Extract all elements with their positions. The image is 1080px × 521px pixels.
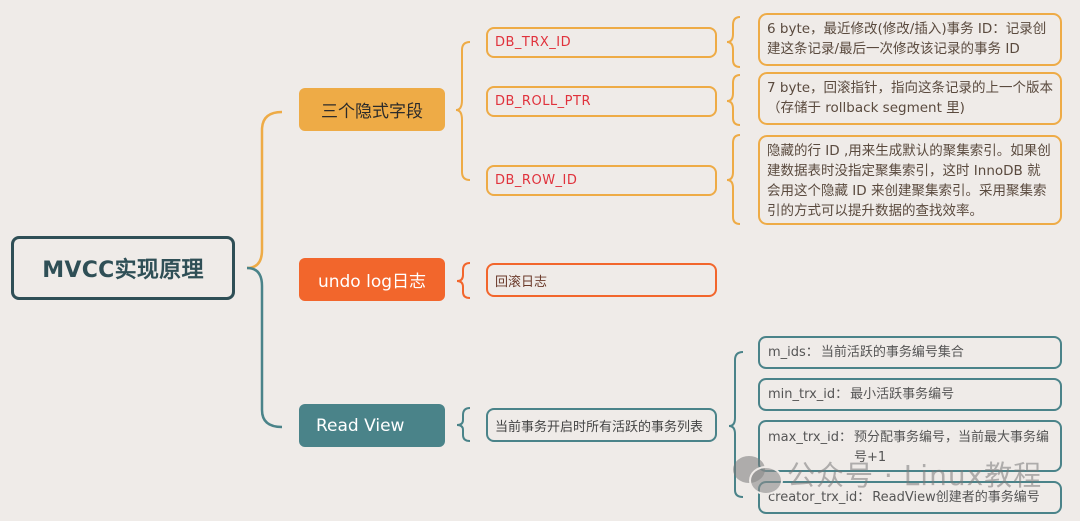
rv-item-m-ids[interactable]: m_ids： 当前活跃的事务编号集合 <box>758 336 1062 369</box>
rv-item-value: 当前活跃的事务编号集合 <box>820 344 964 360</box>
desc-text: 6 byte，最近修改(修改/插入)事务 ID：记录创建这条记录/最后一次修改该… <box>767 21 1047 57</box>
rv-item-key: creator_trx_id： <box>768 489 871 505</box>
node-read-view[interactable]: Read View <box>299 404 445 447</box>
read-view-desc[interactable]: 当前事务开启时所有活跃的事务列表 <box>486 408 717 442</box>
root-label: MVCC实现原理 <box>42 258 204 283</box>
field-name: DB_TRX_ID <box>495 35 572 50</box>
rv-item-min-trx-id[interactable]: min_trx_id： 最小活跃事务编号 <box>758 378 1062 411</box>
desc-text: 7 byte，回滚指针，指向这条记录的上一个版本（存储于 rollback se… <box>767 80 1054 116</box>
rv-item-creator-trx-id[interactable]: creator_trx_id： ReadView创建者的事务编号 <box>758 481 1062 514</box>
rv-item-value: 最小活跃事务编号 <box>850 386 955 402</box>
rv-item-value: ReadView创建者的事务编号 <box>872 489 1040 505</box>
read-view-desc-text: 当前事务开启时所有活跃的事务列表 <box>495 419 704 435</box>
desc-db-trx-id[interactable]: 6 byte，最近修改(修改/插入)事务 ID：记录创建这条记录/最后一次修改该… <box>758 13 1062 66</box>
node-hidden-fields-label: 三个隐式字段 <box>321 102 423 122</box>
desc-db-roll-ptr[interactable]: 7 byte，回滚指针，指向这条记录的上一个版本（存储于 rollback se… <box>758 72 1062 125</box>
desc-db-row-id[interactable]: 隐藏的行 ID ,用来生成默认的聚集索引。如果创建数据表时没指定聚集索引，这时 … <box>758 135 1062 225</box>
field-name: DB_ROLL_PTR <box>495 94 591 109</box>
root-node[interactable]: MVCC实现原理 <box>11 236 235 300</box>
node-read-view-label: Read View <box>316 415 405 436</box>
rv-item-max-trx-id[interactable]: max_trx_id： 预分配事务编号，当前最大事务编号+1 <box>758 420 1062 472</box>
node-undo-log-label: undo log日志 <box>317 272 427 292</box>
node-hidden-fields[interactable]: 三个隐式字段 <box>299 88 445 131</box>
rv-item-key: min_trx_id： <box>768 386 849 402</box>
field-name: DB_ROW_ID <box>495 173 578 188</box>
rv-item-key: m_ids： <box>768 344 819 360</box>
desc-text: 隐藏的行 ID ,用来生成默认的聚集索引。如果创建数据表时没指定聚集索引，这时 … <box>767 143 1051 219</box>
field-db-trx-id[interactable]: DB_TRX_ID <box>486 27 717 58</box>
rv-item-value: 预分配事务编号，当前最大事务编号+1 <box>853 430 1049 465</box>
undo-log-desc-text: 回滚日志 <box>495 274 548 290</box>
rv-item-key: max_trx_id： <box>768 430 852 445</box>
undo-log-desc[interactable]: 回滚日志 <box>486 263 717 297</box>
field-db-row-id[interactable]: DB_ROW_ID <box>486 165 717 196</box>
field-db-roll-ptr[interactable]: DB_ROLL_PTR <box>486 86 717 117</box>
node-undo-log[interactable]: undo log日志 <box>299 258 445 301</box>
